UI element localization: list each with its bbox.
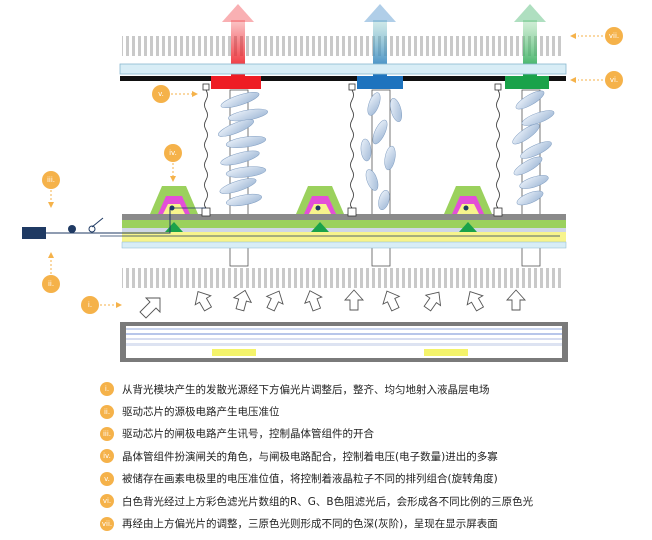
legend-text: 驱动芯片的闸极电路产生讯号，控制晶体管组件的开合 — [122, 428, 374, 441]
legend-badge: iv. — [100, 449, 114, 464]
legend-text: 从背光模块产生的发散光源经下方偏光片调整后，整齐、均匀地射入液晶层电场 — [122, 383, 490, 396]
legend-badge: ii. — [100, 404, 114, 419]
legend-item: iv. 晶体管组件扮演闸关的角色，与闸极电路配合，控制着电压(电子数量)进出的多… — [100, 445, 640, 467]
svg-text:v.: v. — [158, 90, 164, 98]
output-light-green — [514, 4, 546, 76]
tft-transistor-3 — [444, 186, 502, 232]
output-light-red — [222, 4, 254, 76]
output-light-blue — [364, 4, 396, 76]
legend-text: 再经由上方偏光片的调整，三原色光则形成不同的色深(灰阶)，呈现在显示屏表面 — [122, 518, 498, 531]
callout-vi: vi. — [570, 71, 623, 89]
svg-text:iii.: iii. — [47, 176, 55, 184]
legend-item: iii. 驱动芯片的闸极电路产生讯号，控制晶体管组件的开合 — [100, 423, 640, 445]
svg-text:iv.: iv. — [169, 149, 177, 157]
legend-item: v. 被储存在画素电极里的电压准位值，将控制着液晶粒子不同的排列组合(旋转角度) — [100, 468, 640, 490]
callout-iv: iv. — [164, 144, 182, 182]
driver-chip — [22, 227, 46, 239]
backlight-arrows — [139, 289, 527, 319]
svg-text:i.: i. — [88, 301, 92, 309]
switch-icon — [88, 217, 104, 233]
callout-vii: vii. — [570, 27, 623, 45]
legend-badge: iii. — [100, 426, 114, 441]
top-polarizer — [122, 36, 562, 56]
liquid-crystal-icon — [360, 92, 402, 210]
electrode-icon — [493, 207, 503, 217]
electrode-icon — [347, 207, 357, 217]
svg-text:vi.: vi. — [610, 76, 618, 84]
legend-badge: vii. — [100, 516, 114, 531]
lower-glass — [122, 232, 566, 242]
legend-badge: i. — [100, 382, 114, 397]
electrode-icon — [201, 207, 211, 217]
legend-text: 被储存在画素电极里的电压准位值，将控制着液晶粒子不同的排列组合(旋转角度) — [122, 473, 498, 486]
legend-badge: v. — [100, 471, 114, 486]
callout-ii: ii. — [42, 252, 60, 293]
callout-i: i. — [81, 296, 122, 314]
liquid-crystal-icon — [512, 90, 555, 206]
legend-text: 白色背光经过上方彩色滤光片数组的R、G、B色阻滤光后，会形成各不同比例的三原色光 — [122, 495, 534, 508]
legend-text: 驱动芯片的源极电路产生电压准位 — [122, 406, 280, 419]
legend-item: vii. 再经由上方偏光片的调整，三原色光则形成不同的色深(灰阶)，呈现在显示屏… — [100, 512, 640, 534]
upper-glass — [119, 63, 567, 75]
backlight-module — [120, 322, 568, 362]
callout-v: v. — [152, 85, 198, 103]
liquid-crystal-icon — [218, 91, 268, 207]
tft-transistor-2 — [296, 186, 354, 232]
legend-text: 晶体管组件扮演闸关的角色，与闸极电路配合，控制着电压(电子数量)进出的多寡 — [122, 450, 498, 463]
color-filter-green — [505, 76, 549, 89]
legend-item: ii. 驱动芯片的源极电路产生电压准位 — [100, 400, 640, 422]
legend-item: i. 从背光模块产生的发散光源经下方偏光片调整后，整齐、均匀地射入液晶层电场 — [100, 378, 640, 400]
legend-badge: vi. — [100, 494, 114, 509]
svg-text:ii.: ii. — [48, 280, 54, 288]
legend-item: vi. 白色背光经过上方彩色滤光片数组的R、G、B色阻滤光后，会形成各不同比例的… — [100, 490, 640, 512]
bottom-polarizer — [122, 268, 562, 288]
svg-text:vii.: vii. — [609, 32, 619, 40]
black-matrix — [120, 76, 566, 81]
callout-iii: iii. — [42, 171, 60, 208]
lcd-structure-diagram: vii. vi. v. iv. iii. ii. i. — [22, 4, 623, 362]
legend-list: i. 从背光模块产生的发散光源经下方偏光片调整后，整齐、均匀地射入液晶层电场 i… — [100, 378, 640, 535]
color-filter-red — [211, 76, 261, 89]
color-filter-blue — [357, 76, 403, 89]
tft-transistor-1 — [150, 186, 208, 232]
